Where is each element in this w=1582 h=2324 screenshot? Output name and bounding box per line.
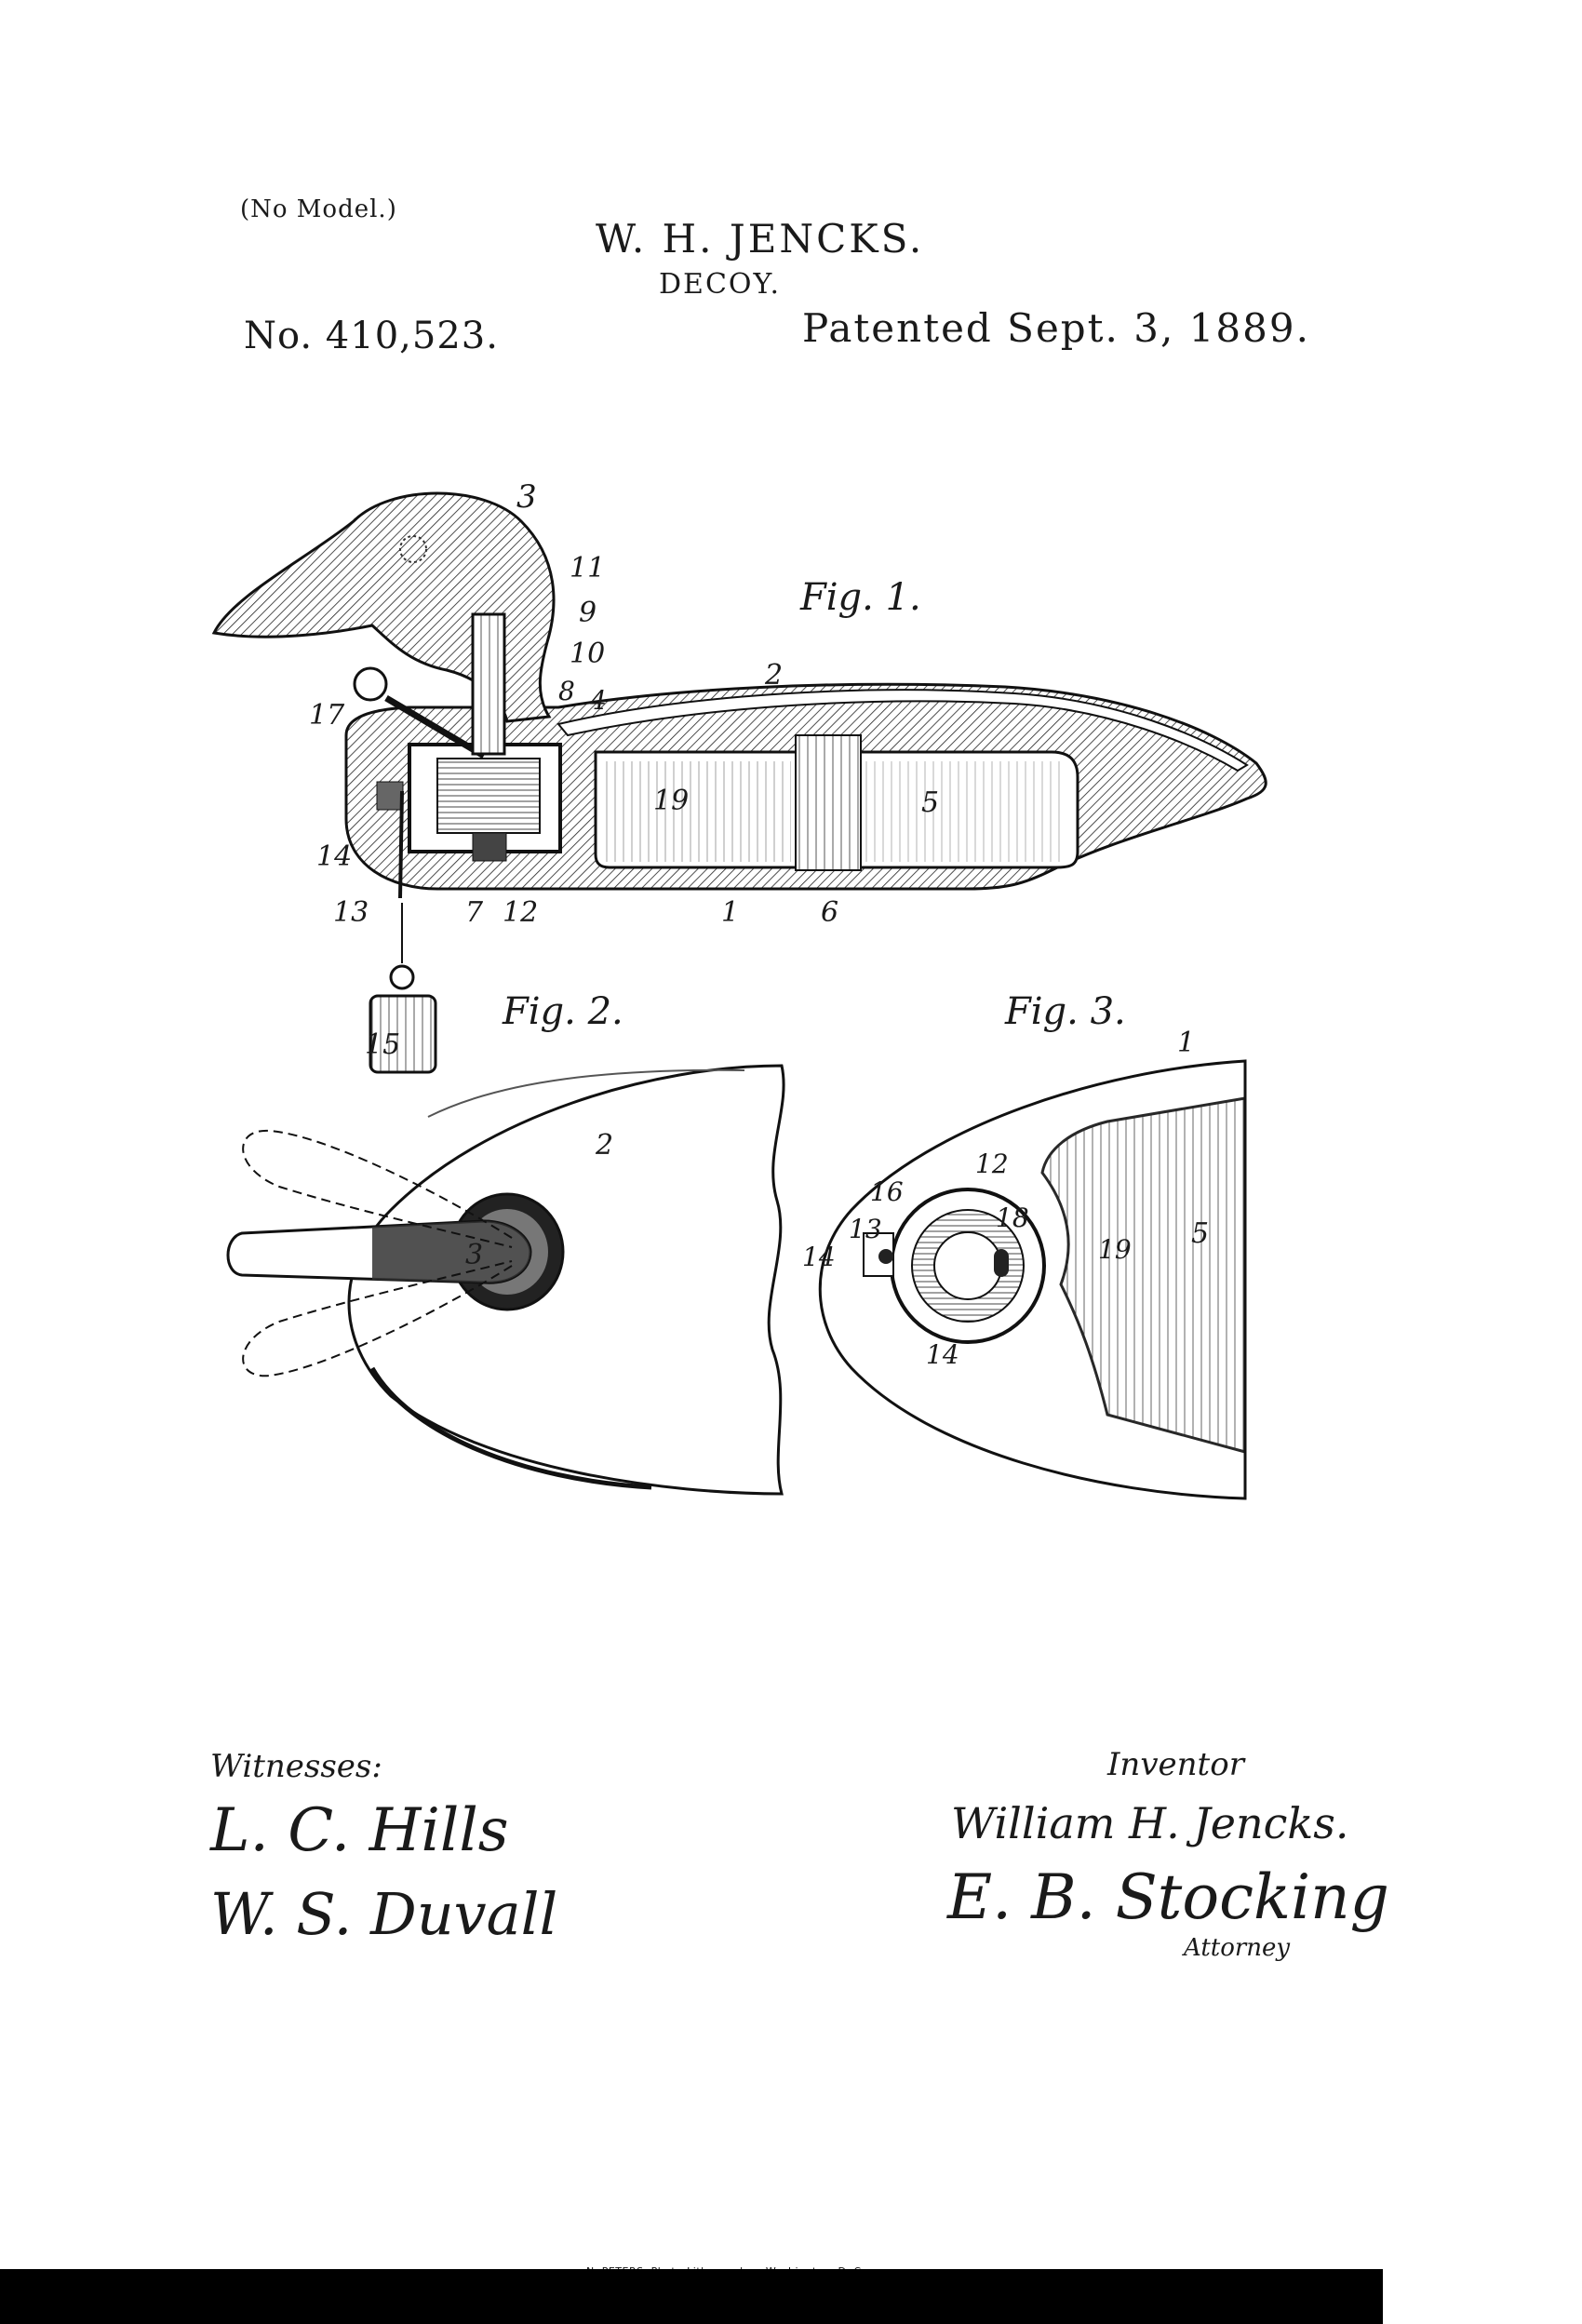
fig1-ref-5: 5 — [921, 786, 939, 819]
attorney-signature: E. B. Stocking — [947, 1861, 1389, 1933]
inventor-signature: William H. Jencks. — [951, 1798, 1349, 1848]
witnesses-label: Witnesses: — [210, 1748, 382, 1785]
fig2-label: Fig. 2. — [502, 990, 623, 1033]
inventor-label: Inventor — [1107, 1746, 1244, 1783]
fig3-ref-14: 14 — [802, 1242, 836, 1272]
fig3-ref-13: 13 — [849, 1214, 882, 1244]
fig1-ref-14: 14 — [316, 840, 352, 873]
fig1-ref-19: 19 — [653, 785, 689, 817]
fig3-ref-5: 5 — [1191, 1217, 1209, 1250]
scan-bottom-border — [0, 2269, 1383, 2324]
fig3-ref-16: 16 — [870, 1176, 904, 1207]
invention-title: DECOY. — [659, 268, 781, 301]
fig3-ref-18: 18 — [996, 1202, 1029, 1233]
model-note: (No Model.) — [240, 195, 397, 223]
fig3-ref-14b: 14 — [926, 1339, 959, 1370]
fig3-ref-12: 12 — [975, 1149, 1009, 1179]
fig1-ref-9: 9 — [579, 597, 597, 629]
fig1-ref-17: 17 — [309, 699, 345, 732]
fig1-ref-2: 2 — [764, 659, 783, 692]
figure-1-side-section: 3 11 9 10 8 4 2 17 14 13 7 12 19 1 6 5 1… — [211, 478, 1267, 1074]
fig1-ref-13: 13 — [333, 896, 369, 929]
fig1-ref-15: 15 — [365, 1028, 400, 1061]
fig1-ref-1: 1 — [721, 896, 739, 929]
fig1-label: Fig. 1. — [799, 576, 921, 619]
inventor-name: W. H. JENCKS. — [596, 216, 925, 262]
witness-1-signature: L. C. Hills — [210, 1796, 509, 1865]
fig1-ref-7: 7 — [465, 896, 484, 929]
fig1-ref-4: 4 — [589, 685, 607, 716]
patent-date: Patented Sept. 3, 1889. — [802, 305, 1310, 351]
fig1-ref-8: 8 — [558, 676, 575, 706]
figure-2-top-plan: 2 3 Fig. 2. — [226, 990, 785, 1496]
fig3-ref-19: 19 — [1098, 1234, 1132, 1265]
witness-2-signature: W. S. Duvall — [210, 1880, 558, 1948]
fig2-ref-2: 2 — [595, 1129, 613, 1162]
fig1-ref-11: 11 — [570, 552, 605, 584]
fig3-label: Fig. 3. — [1004, 990, 1126, 1033]
fig1-ref-12: 12 — [503, 896, 538, 929]
fig1-ref-3: 3 — [516, 478, 537, 516]
fig1-ref-10: 10 — [570, 638, 605, 670]
fig2-ref-3: 3 — [465, 1239, 483, 1271]
figure-3-bottom-plan: 1 12 16 18 13 14 19 5 14 Fig. 3. — [802, 990, 1247, 1500]
attorney-label: Attorney — [1184, 1934, 1291, 1962]
fig1-ref-6: 6 — [821, 896, 838, 929]
fig3-ref-1: 1 — [1177, 1027, 1195, 1059]
patent-number: No. 410,523. — [244, 315, 499, 357]
